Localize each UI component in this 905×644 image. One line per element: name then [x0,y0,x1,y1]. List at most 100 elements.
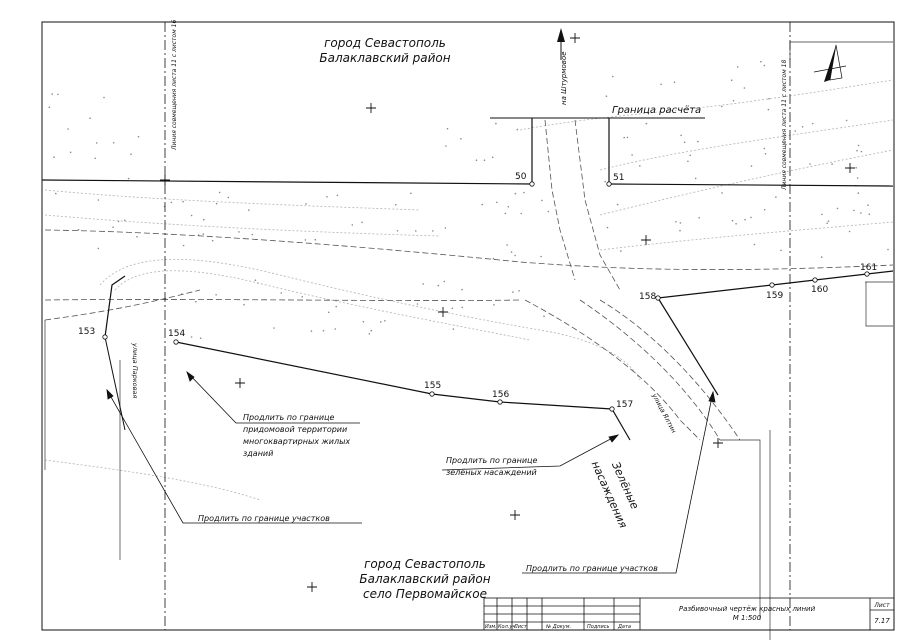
terrain-dot [305,203,307,205]
terrain-dot [605,95,608,97]
calc-boundary-label: Граница расчёта [612,105,701,116]
terrain-dot [380,321,382,323]
match-line-left-label: Линия совмещения листа 11 с листом 16 [171,20,178,151]
terrain-dot [195,300,197,303]
terrain-dot [504,212,507,215]
terrain-dot [753,243,756,246]
red-line-153 [104,275,126,338]
terrain-dot [67,128,69,130]
terrain-dot [57,93,59,96]
terrain-dot [514,192,517,195]
point-50 [529,181,535,187]
terrain-dot [496,201,498,204]
point-157 [609,406,615,412]
terrain-dot [694,177,697,180]
terrain-dot [446,127,449,130]
terrain-dot [51,93,53,95]
point-label-159: 159 [766,291,783,301]
terrain-dot [782,141,784,144]
terrain-dot [322,329,325,332]
terrain-dot [97,199,100,201]
terrain-dot [811,122,814,125]
city-top-line2: Балаклавский район [319,51,450,65]
point-label-155: 155 [424,381,441,391]
terrain-dot [683,141,686,144]
title-col-izm: Изм. [485,624,497,630]
point-label-153: 153 [78,327,95,337]
terrain-dot [623,136,625,139]
city-top-line1: город Севастополь [324,36,446,50]
terrain-dot [432,230,434,232]
terrain-dot [827,220,830,222]
terrain-dot [190,336,193,338]
point-label-158: 158 [639,292,656,302]
terrain-dot [514,254,516,257]
terrain-dot [336,194,339,197]
terrain-dot [679,229,681,232]
match-line-right-label: Линия совмещения листа 11 с листом 18 [781,60,788,191]
terrain-dot [831,163,833,165]
terrain-dot [227,196,230,199]
terrain-dot [698,217,700,219]
red-line-upper-right [608,183,894,187]
note-yard-line1: Продлить по границе [243,413,334,422]
city-bottom-line3: село Первомайское [363,587,487,601]
red-line-upper [41,179,533,185]
terrain-dot [867,204,869,206]
terrain-dot [170,201,173,204]
point-159 [769,282,775,288]
terrain-dot [820,256,823,258]
terrain-dot [855,167,857,169]
terrain-dot [362,320,365,323]
terrain-dots [48,60,889,340]
title-block-title: Разбивочный чертёж красных линий [679,605,816,613]
terrain-dot [351,224,354,226]
terrain-dot [687,160,689,163]
terrain-dot [780,249,782,252]
title-col-sign: Подпись [587,624,610,630]
terrain-dot [743,87,746,89]
terrain-dot [197,234,200,236]
terrain-dot [720,105,723,108]
terrain-dot [89,117,91,119]
terrain-dot [518,290,520,292]
terrain-dot [517,177,519,180]
point-label-156: 156 [492,390,509,400]
terrain-dot [384,320,386,322]
terrain-dot [523,191,525,194]
red-line-153-down [104,336,126,431]
terrain-dot [335,305,338,308]
terrain-dot [112,142,115,144]
road-edges [44,119,894,441]
terrain-dot [775,196,777,198]
terrain-dot [301,296,304,298]
terrain-dot [520,212,522,215]
street-label-parkovaya: улица Парковая [131,342,139,398]
terrain-dot [422,283,425,285]
terrain-dot [853,209,855,212]
terrain-dot [887,248,889,251]
terrain-dot [190,214,193,217]
title-block-scale: М 1:500 [733,614,762,622]
title-col-kol: Кол.уч. [498,624,517,630]
terrain-dot [77,228,80,231]
terrain-dot [445,145,447,147]
terrain-dot [280,292,283,294]
terrain-dot [326,196,328,198]
terrain-dot [370,329,373,332]
note-yard-line3: многоквартирных жилых [243,437,350,446]
terrain-dot [415,230,417,232]
terrain-dot [721,192,723,194]
sheet-frame [41,21,895,631]
terrain-dot [451,307,454,310]
terrain-dot [211,239,214,242]
terrain-dot [689,154,691,157]
terrain-dot [801,126,804,128]
terrain-dot [540,255,542,258]
terrain-dot [182,244,185,247]
point-label-51: 51 [613,173,624,183]
terrain-dot [495,122,497,125]
point-156 [497,399,503,405]
terrain-dot [860,150,863,153]
terrain-dot [732,100,735,102]
